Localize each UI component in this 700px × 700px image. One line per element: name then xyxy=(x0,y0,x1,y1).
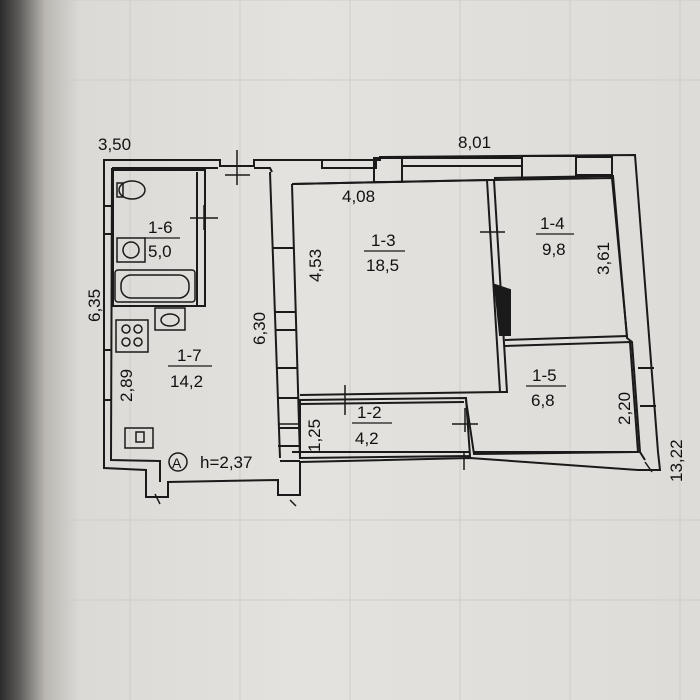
marker-letter: А xyxy=(172,455,182,471)
toilet-icon xyxy=(116,180,146,200)
room-1-4-area: 9,8 xyxy=(542,240,566,259)
room-1-2-id: 1-2 xyxy=(357,403,382,422)
room-1-7-area: 14,2 xyxy=(170,372,203,391)
interior-walls xyxy=(104,155,656,460)
dim-right-total: 13,22 xyxy=(667,439,686,482)
room-1-6-area: 5,0 xyxy=(148,242,172,261)
room-1-5-area: 6,8 xyxy=(531,391,555,410)
dim-kitchen-height: 2,89 xyxy=(117,369,136,402)
dim-room-1-4-height: 3,61 xyxy=(594,242,613,275)
dim-corridor-height: 6,30 xyxy=(250,312,269,345)
dim-top-left: 3,50 xyxy=(98,135,131,154)
room-1-2-area: 4,2 xyxy=(355,429,379,448)
room-1-6-id: 1-6 xyxy=(148,218,173,237)
room-1-5-id: 1-5 xyxy=(532,366,557,385)
room-1-3-area: 18,5 xyxy=(366,256,399,275)
dimension-labels: 3,50 8,01 4,08 4,53 6,30 6,35 2,89 3,61 … xyxy=(85,133,686,482)
dim-room-1-3-height: 4,53 xyxy=(306,249,325,282)
dim-left-total: 6,35 xyxy=(85,289,104,322)
paper-grid xyxy=(60,0,700,700)
door-marks xyxy=(154,150,653,507)
kitchen-sink-icon xyxy=(154,307,186,331)
outer-walls xyxy=(103,153,662,498)
dim-room-1-5-height: 2,20 xyxy=(615,392,634,425)
sink-icon xyxy=(116,237,146,263)
dim-room-1-3-width: 4,08 xyxy=(342,187,375,206)
room-labels: 1-6 5,0 1-3 18,5 1-4 9,8 1-7 14,2 1-5 6,… xyxy=(144,214,574,472)
dim-room-1-2-height: 1,25 xyxy=(305,419,324,452)
height-note: h=2,37 xyxy=(200,453,252,472)
dim-top-total: 8,01 xyxy=(458,133,491,152)
marker-circle xyxy=(168,452,188,472)
box-icon xyxy=(124,427,154,449)
stove-icon xyxy=(115,319,149,353)
room-1-3-id: 1-3 xyxy=(371,231,396,250)
fixtures xyxy=(114,180,196,472)
room-1-7-id: 1-7 xyxy=(177,346,202,365)
room-1-4-id: 1-4 xyxy=(540,214,565,233)
bathtub-icon xyxy=(114,269,196,303)
